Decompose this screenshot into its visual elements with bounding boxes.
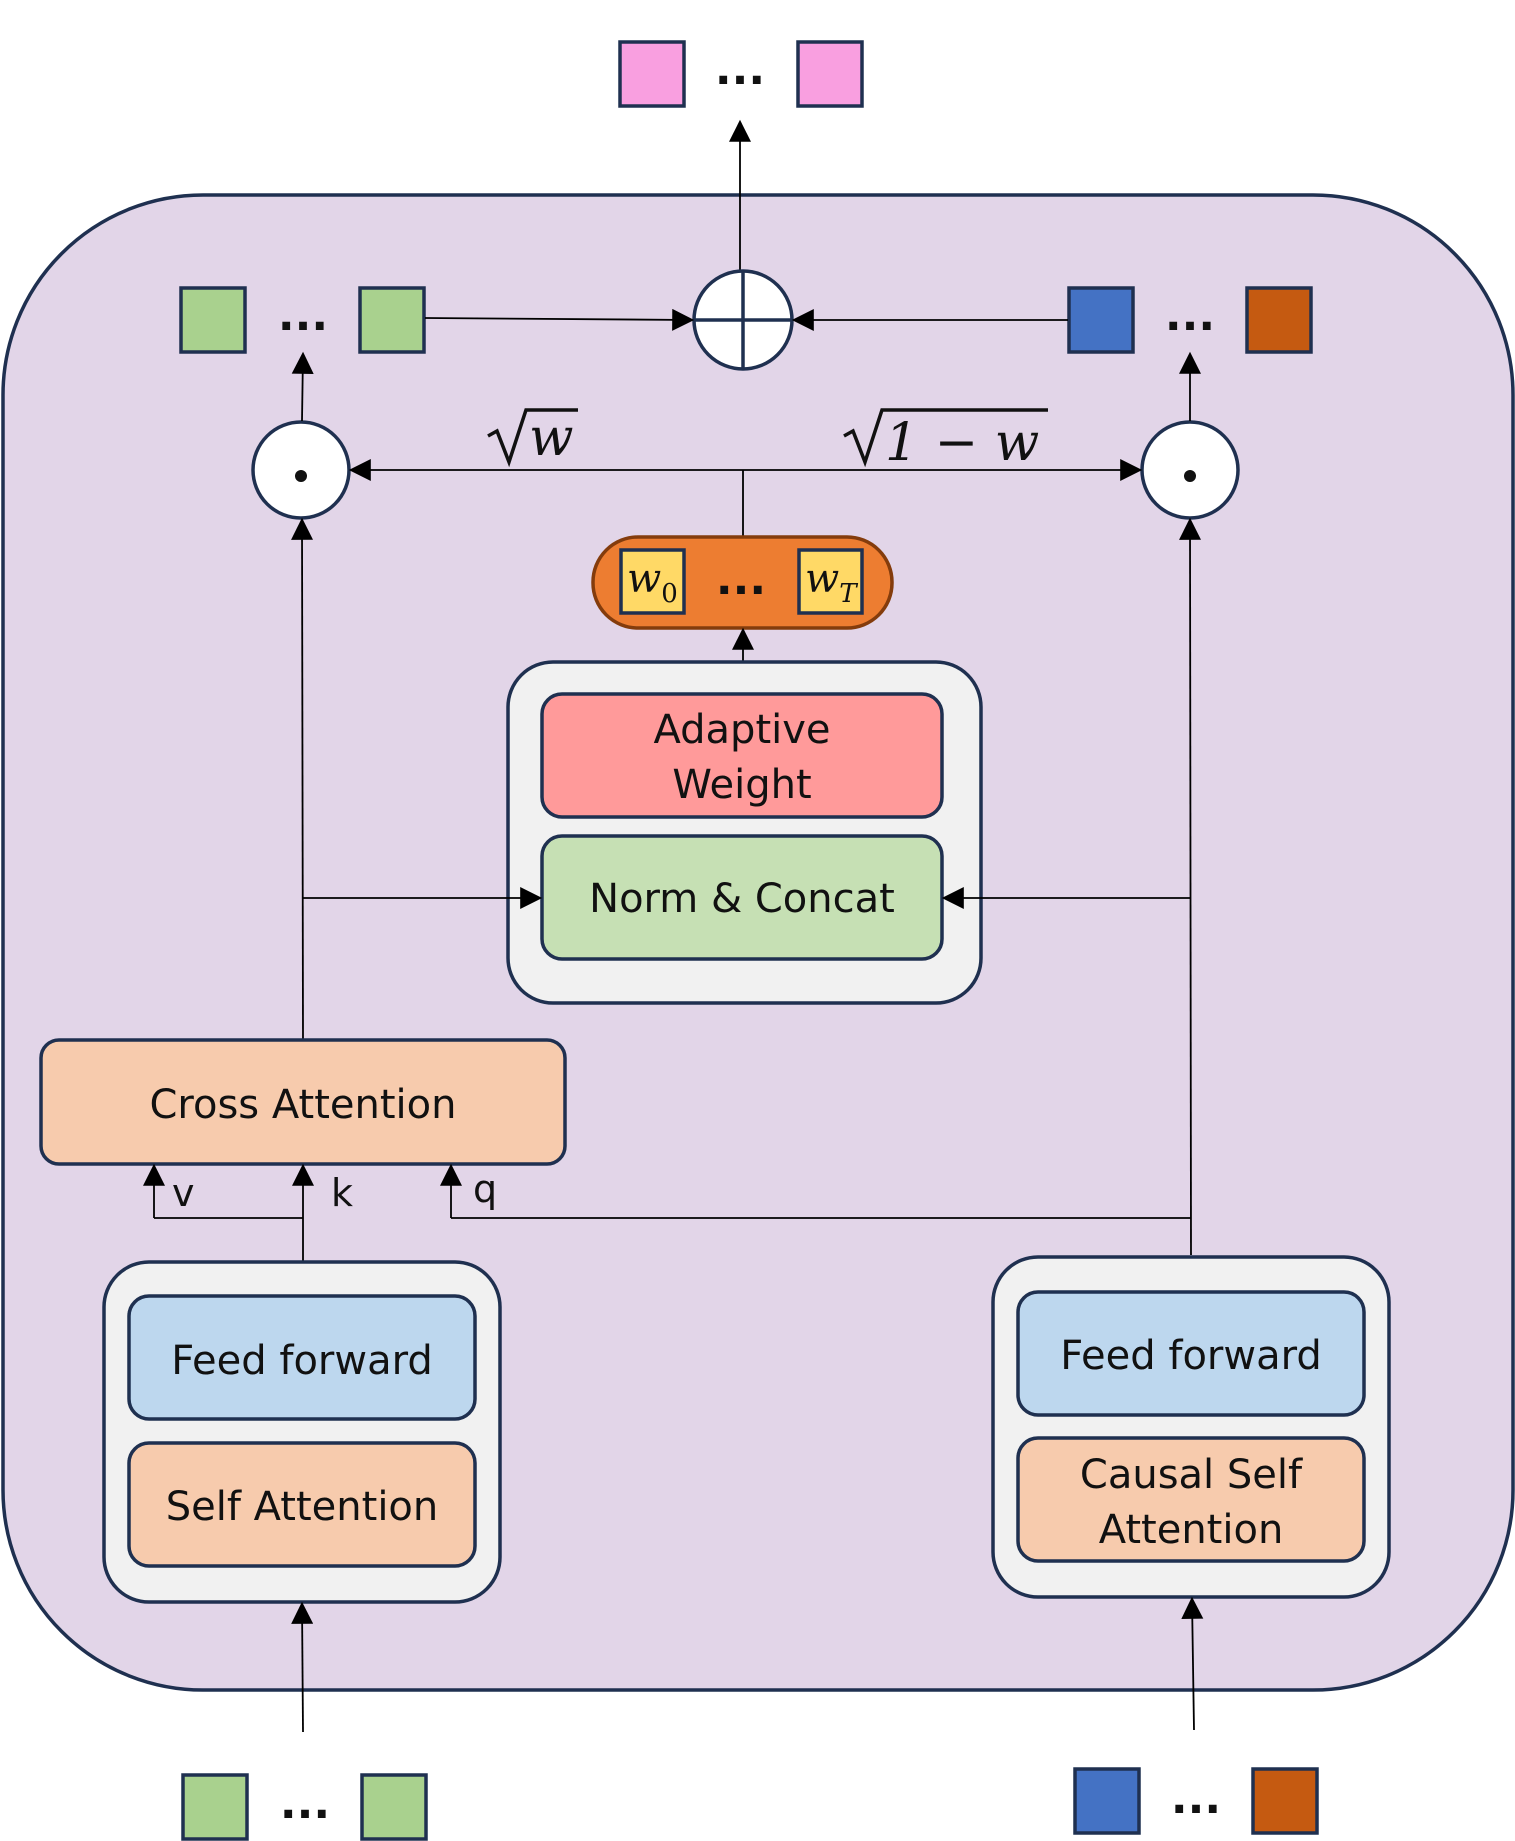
weight-cell-w0 [619,548,686,615]
weighted-token-orange [1245,286,1313,354]
adaptive-weight-line2: Weight [672,762,811,808]
left-input-arrow [291,1601,314,1733]
left-multiply-to-tokens-arrow [291,351,314,422]
weighted-token-blue [1067,286,1135,354]
q-label: q [473,1167,497,1211]
right-feed-forward-block [1016,1290,1366,1417]
right-causal-attention-block [1016,1436,1366,1563]
weighted-token-green-last [358,286,426,354]
svg-text:w: w [529,408,574,468]
k-label: k [331,1171,353,1215]
adaptive-weight-block [540,692,944,819]
weight-w0-label: w0 [627,556,678,609]
left-feed-forward-block [127,1294,477,1421]
input-token-green-first [181,1773,249,1841]
weight-ellipsis: ... [716,554,766,605]
circled-plus-icon [692,269,794,371]
weight-cell-wT [797,548,864,615]
weight-wT-label: wT [805,556,858,609]
cross-attention-label: Cross Attention [150,1082,457,1128]
green-to-sum-arrow [424,308,695,331]
left-self-attention-label: Self Attention [166,1484,439,1530]
right-causal-line1: Causal Self [1080,1452,1303,1498]
right-feed-forward-label: Feed forward [1060,1333,1322,1379]
norm-concat-label: Norm & Concat [589,876,895,922]
left-self-attention-block [127,1441,477,1568]
input-token-orange [1251,1767,1319,1835]
sqrt-one-minus-w-label: 1 − w [843,408,1048,473]
input-token-green-last [360,1773,428,1841]
input-blue-ellipsis: ... [1171,1773,1221,1824]
dot-product-icon-right [1140,420,1240,520]
right-branch-to-right-multiply-arrow [1179,517,1202,1256]
output-token-last [796,40,864,108]
output-ellipsis: ... [715,44,765,95]
input-token-blue [1073,1767,1141,1835]
weighted-token-green-first [179,286,247,354]
sqrt-w-label: w [487,408,578,468]
left-feed-forward-label: Feed forward [171,1338,433,1384]
svg-text:1 − w: 1 − w [885,413,1039,473]
weighted-blue-ellipsis: ... [1165,290,1215,341]
dot-product-icon-left [251,420,351,520]
input-green-ellipsis: ... [280,1778,330,1829]
cross-attention-to-left-multiply-arrow [291,517,314,1041]
weighted-green-ellipsis: ... [278,290,328,341]
output-token-first [618,40,686,108]
right-input-arrow [1181,1596,1204,1731]
right-causal-line2: Attention [1099,1507,1284,1553]
v-label: v [172,1171,195,1215]
adaptive-weight-line1: Adaptive [653,707,830,753]
